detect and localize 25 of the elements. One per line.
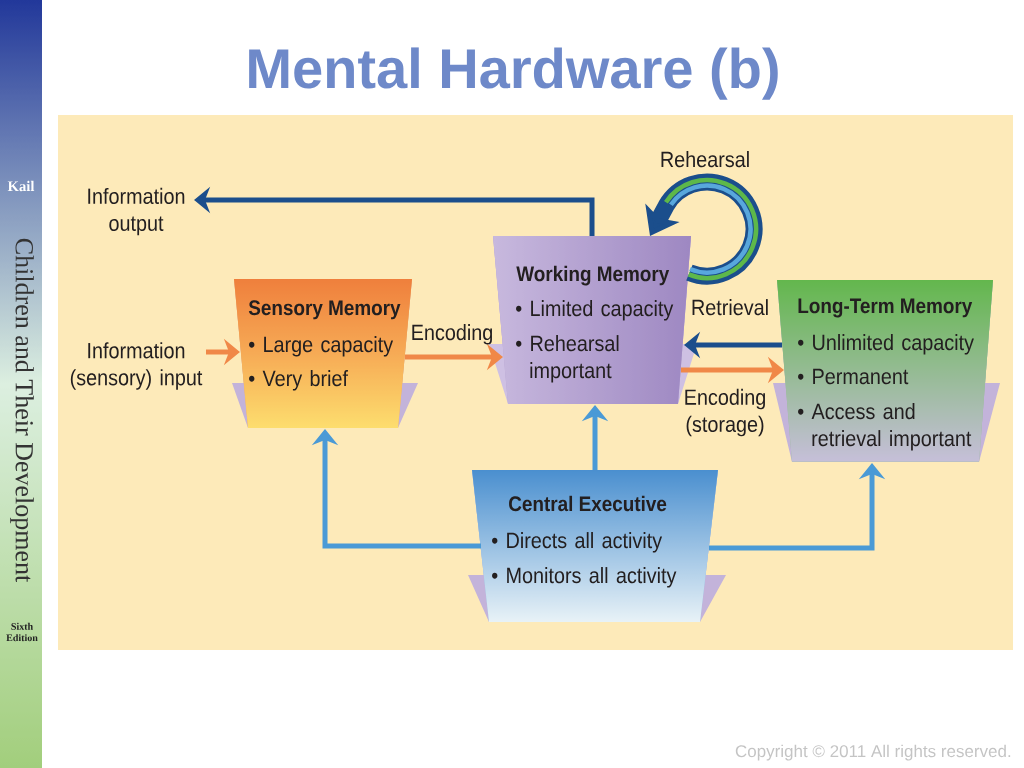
author-name: Kail — [7, 180, 35, 192]
bullet-item: • Limited capacity — [516, 300, 674, 321]
bullet-item: • Large capacity — [249, 336, 394, 357]
edge-label: Encoding — [412, 324, 492, 345]
edition-label: Sixth Edition — [6, 622, 38, 642]
output-text: Information output — [88, 187, 185, 236]
bullet-item: • Very brief — [249, 370, 348, 391]
copyright-notice: Copyright © 2011 All rights reserved. — [735, 744, 1011, 761]
bullet-item: • Unlimited capacity — [798, 334, 974, 355]
arrow — [311, 429, 481, 549]
heading: Long-Term Memory — [798, 298, 973, 318]
book-title: Children and Their Development — [10, 238, 34, 583]
edge-label: Encoding (storage) — [685, 388, 765, 437]
edge-label: Retrieval — [692, 299, 768, 316]
heading: Working Memory — [516, 265, 670, 286]
bullet-item: • Directs all activity — [492, 532, 663, 553]
bullet-item: • Access and retrieval important — [798, 403, 972, 451]
bullet-item: • Permanent — [798, 368, 909, 385]
bullet-item: • Monitors all activity — [492, 567, 677, 588]
heading: Central Executive — [509, 495, 667, 512]
bullet-item: • Rehearsal important — [516, 335, 619, 383]
input-text: Information (sensory) input — [70, 342, 203, 390]
edge-label: Rehearsal — [661, 151, 749, 168]
heading: Sensory Memory — [248, 300, 401, 320]
slide-title: Mental Hardware (b) — [249, 47, 778, 100]
